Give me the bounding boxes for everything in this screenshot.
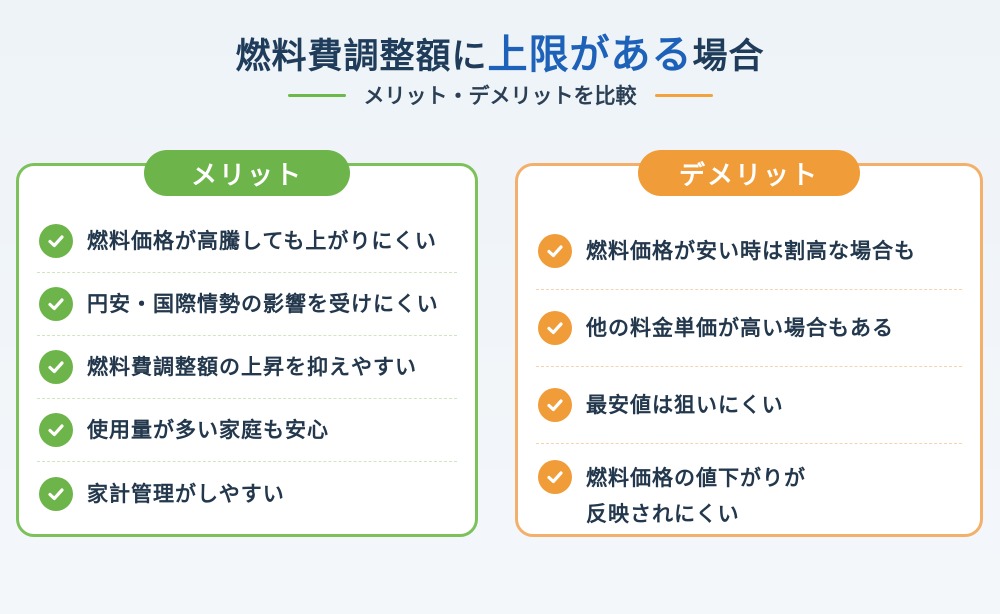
demerit-item: 他の料金単価が高い場合もある	[536, 290, 962, 367]
check-icon	[538, 460, 572, 494]
check-icon	[538, 388, 572, 422]
demerit-item-line1: 燃料価格の値下がりが	[586, 466, 806, 490]
merit-item-text: 円安・国際情勢の影響を受けにくい	[87, 292, 439, 316]
merit-card: メリット 燃料価格が高騰しても上がりにくい 円安・国際情勢の影響を受けにくい 燃…	[16, 150, 478, 537]
merit-item: 燃料費調整額の上昇を抑えやすい	[37, 336, 457, 399]
merit-list: 燃料価格が高騰しても上がりにくい 円安・国際情勢の影響を受けにくい 燃料費調整額…	[37, 210, 457, 525]
demerit-item: 燃料価格の値下がりが 反映されにくい	[536, 444, 962, 528]
check-icon	[538, 234, 572, 268]
merit-item: 家計管理がしやすい	[37, 462, 457, 525]
merit-item-text: 燃料価格が高騰しても上がりにくい	[87, 229, 437, 253]
page-title: 燃料費調整額に上限がある場合	[0, 22, 1000, 80]
demerit-list: 燃料価格が安い時は割高な場合も 他の料金単価が高い場合もある 最安値は狙いにくい…	[536, 213, 962, 528]
merit-item-text: 燃料費調整額の上昇を抑えやすい	[87, 355, 417, 379]
check-icon	[538, 311, 572, 345]
demerit-card: デメリット 燃料価格が安い時は割高な場合も 他の料金単価が高い場合もある 最安値…	[515, 150, 983, 537]
subtitle: メリット・デメリットを比較	[363, 84, 637, 108]
merit-item-text: 家計管理がしやすい	[87, 481, 285, 506]
merit-item: 円安・国際情勢の影響を受けにくい	[37, 273, 457, 336]
check-icon	[39, 413, 73, 447]
demerit-item-text: 燃料価格の値下がりが 反映されにくい	[586, 460, 806, 532]
merit-item: 燃料価格が高騰しても上がりにくい	[37, 210, 457, 273]
check-icon	[39, 476, 73, 511]
demerit-item-text: 他の料金単価が高い場合もある	[586, 316, 894, 340]
subtitle-left-rule	[287, 93, 346, 97]
demerit-item-line2: 反映されにくい	[586, 502, 740, 526]
check-icon	[39, 224, 73, 258]
demerit-item-text: 最安値は狙いにくい	[586, 393, 784, 417]
demerit-item-text: 燃料価格が安い時は割高な場合も	[586, 239, 916, 263]
merit-item: 使用量が多い家庭も安心	[37, 399, 457, 462]
title-suffix: 場合	[692, 37, 765, 77]
check-icon	[39, 287, 73, 321]
merit-badge: メリット	[144, 150, 350, 196]
demerit-badge: デメリット	[638, 150, 860, 196]
title-highlight: 上限がある	[487, 32, 693, 78]
title-prefix: 燃料費調整額に	[235, 37, 488, 77]
check-icon	[39, 350, 73, 384]
demerit-item: 燃料価格が安い時は割高な場合も	[536, 213, 962, 290]
demerit-item: 最安値は狙いにくい	[536, 367, 962, 444]
merit-item-text: 使用量が多い家庭も安心	[87, 418, 329, 442]
subtitle-row: メリット・デメリットを比較	[0, 80, 1000, 110]
subtitle-right-rule	[654, 93, 713, 97]
